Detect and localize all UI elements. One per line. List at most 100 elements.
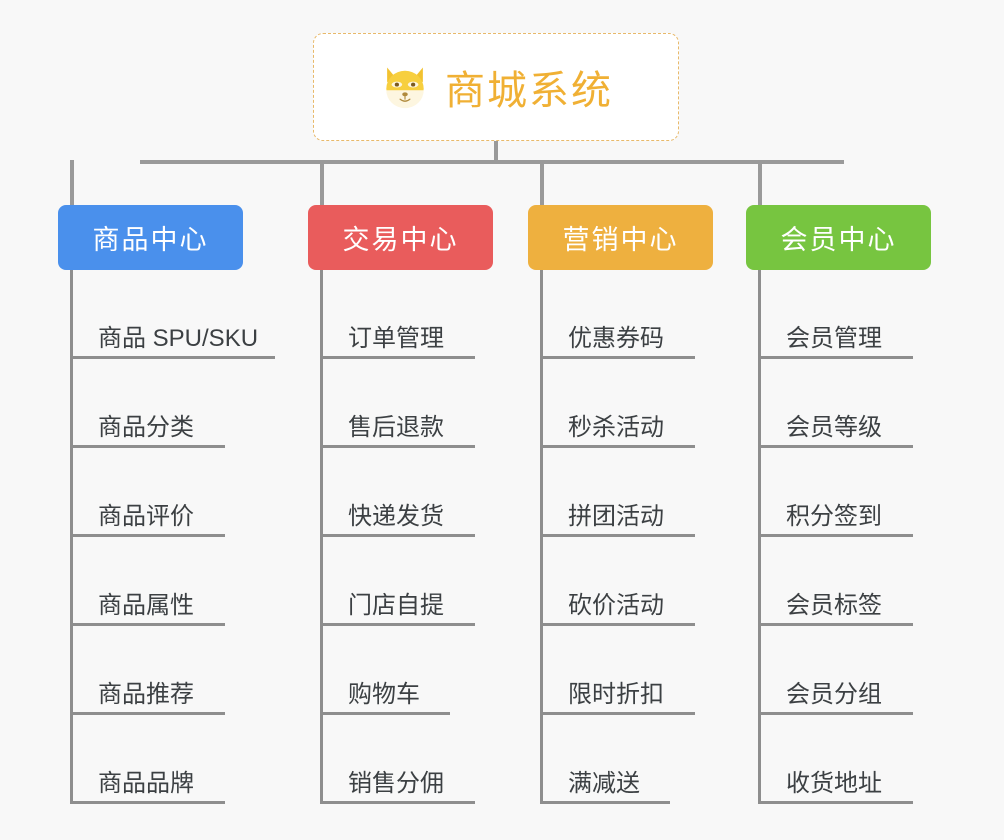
- leaf-item-label: 秒杀活动: [568, 414, 664, 441]
- leaf-item[interactable]: 满减送: [528, 715, 713, 804]
- leaf-item[interactable]: 销售分佣: [308, 715, 493, 804]
- category-header[interactable]: 交易中心: [308, 205, 493, 270]
- leaf-underline-connector: [758, 445, 913, 448]
- category-column: 商品中心商品 SPU/SKU 商品分类商品评价商品属性商品推荐商品品牌: [58, 160, 275, 804]
- leaf-item-label: 商品推荐: [98, 681, 194, 708]
- leaf-item[interactable]: 会员管理: [746, 270, 931, 359]
- leaf-item[interactable]: 秒杀活动: [528, 359, 713, 448]
- leaf-item-label: 会员等级: [786, 414, 882, 441]
- leaf-item[interactable]: 商品属性: [58, 537, 243, 626]
- category-header-label: 商品中心: [92, 225, 209, 255]
- column-spine-connector: [540, 270, 543, 804]
- leaf-item[interactable]: 售后退款: [308, 359, 493, 448]
- leaf-item-label: 商品 SPU/SKU: [98, 325, 259, 352]
- leaf-item[interactable]: 收货地址: [746, 715, 931, 804]
- column-drop-connector: [320, 160, 324, 205]
- leaf-item[interactable]: 会员等级: [746, 359, 931, 448]
- category-column: 交易中心订单管理售后退款快递发货门店自提购物车销售分佣: [308, 160, 493, 804]
- leaf-underline-connector: [70, 623, 225, 626]
- column-drop-connector: [540, 160, 544, 205]
- leaf-underline-connector: [320, 623, 475, 626]
- leaf-item[interactable]: 订单管理: [308, 270, 493, 359]
- leaf-item-label: 快递发货: [348, 503, 444, 530]
- leaf-item[interactable]: 优惠券码: [528, 270, 713, 359]
- category-column: 营销中心优惠券码秒杀活动拼团活动砍价活动限时折扣满减送: [528, 160, 713, 804]
- leaf-item-label: 商品评价: [98, 503, 194, 530]
- leaf-underline-connector: [540, 623, 695, 626]
- leaf-item[interactable]: 商品品牌: [58, 715, 243, 804]
- column-spine-connector: [320, 270, 323, 804]
- leaf-underline-connector: [758, 534, 913, 537]
- leaf-item-label: 购物车: [348, 681, 420, 708]
- leaf-underline-connector: [540, 801, 670, 804]
- leaf-item-label: 门店自提: [348, 592, 444, 619]
- leaf-item-label: 限时折扣: [568, 681, 664, 708]
- leaf-list: 优惠券码秒杀活动拼团活动砍价活动限时折扣满减送: [528, 270, 713, 804]
- leaf-underline-connector: [540, 356, 695, 359]
- trunk-bar-connector: [140, 160, 844, 164]
- leaf-underline-connector: [758, 712, 913, 715]
- leaf-underline-connector: [540, 534, 695, 537]
- leaf-item[interactable]: 商品评价: [58, 448, 243, 537]
- leaf-item-label: 商品品牌: [98, 770, 194, 797]
- leaf-item-label: 售后退款: [348, 414, 444, 441]
- leaf-item[interactable]: 会员分组: [746, 626, 931, 715]
- leaf-underline-connector: [320, 712, 450, 715]
- leaf-underline-connector: [540, 712, 695, 715]
- category-header-label: 会员中心: [780, 225, 897, 255]
- leaf-item[interactable]: 限时折扣: [528, 626, 713, 715]
- category-header-label: 营销中心: [562, 225, 679, 255]
- column-spine-connector: [758, 270, 761, 804]
- leaf-item-label: 会员管理: [786, 325, 882, 352]
- leaf-item-label: 商品属性: [98, 592, 194, 619]
- category-header[interactable]: 商品中心: [58, 205, 243, 270]
- leaf-item-label: 商品分类: [98, 414, 194, 441]
- leaf-underline-connector: [758, 801, 913, 804]
- leaf-item[interactable]: 砍价活动: [528, 537, 713, 626]
- leaf-item[interactable]: 会员标签: [746, 537, 931, 626]
- root-stem-connector: [494, 141, 498, 164]
- leaf-item[interactable]: 快递发货: [308, 448, 493, 537]
- column-spine-connector: [70, 270, 73, 804]
- leaf-underline-connector: [320, 801, 475, 804]
- root-title: 商城系统: [445, 69, 613, 113]
- leaf-list: 会员管理会员等级积分签到会员标签会员分组收货地址: [746, 270, 931, 804]
- category-header-label: 交易中心: [342, 225, 459, 255]
- leaf-underline-connector: [70, 712, 225, 715]
- leaf-underline-connector: [540, 445, 695, 448]
- column-drop-connector: [70, 160, 74, 205]
- leaf-item-label: 拼团活动: [568, 503, 664, 530]
- leaf-underline-connector: [70, 445, 225, 448]
- category-header[interactable]: 营销中心: [528, 205, 713, 270]
- leaf-list: 订单管理售后退款快递发货门店自提购物车销售分佣: [308, 270, 493, 804]
- shiba-dog-face-icon: [379, 61, 431, 113]
- leaf-list: 商品 SPU/SKU 商品分类商品评价商品属性商品推荐商品品牌: [58, 270, 275, 804]
- category-header[interactable]: 会员中心: [746, 205, 931, 270]
- leaf-item-label: 砍价活动: [568, 592, 664, 619]
- leaf-item-label: 会员标签: [786, 592, 882, 619]
- leaf-item[interactable]: 积分签到: [746, 448, 931, 537]
- leaf-item[interactable]: 门店自提: [308, 537, 493, 626]
- root-node[interactable]: 商城系统: [313, 33, 679, 141]
- leaf-item[interactable]: 拼团活动: [528, 448, 713, 537]
- leaf-item-label: 满减送: [568, 770, 640, 797]
- leaf-item-label: 会员分组: [786, 681, 882, 708]
- leaf-item-label: 积分签到: [786, 503, 882, 530]
- leaf-item[interactable]: 购物车: [308, 626, 493, 715]
- leaf-item[interactable]: 商品 SPU/SKU: [58, 270, 275, 359]
- leaf-underline-connector: [320, 356, 475, 359]
- leaf-underline-connector: [70, 356, 275, 359]
- leaf-item-label: 优惠券码: [568, 325, 664, 352]
- leaf-item-label: 收货地址: [786, 770, 882, 797]
- leaf-item-label: 订单管理: [348, 325, 444, 352]
- leaf-underline-connector: [70, 801, 225, 804]
- category-column: 会员中心会员管理会员等级积分签到会员标签会员分组收货地址: [746, 160, 931, 804]
- leaf-underline-connector: [70, 534, 225, 537]
- leaf-underline-connector: [758, 356, 913, 359]
- leaf-item[interactable]: 商品分类: [58, 359, 243, 448]
- leaf-underline-connector: [758, 623, 913, 626]
- leaf-item[interactable]: 商品推荐: [58, 626, 243, 715]
- leaf-underline-connector: [320, 445, 475, 448]
- leaf-item-label: 销售分佣: [348, 770, 444, 797]
